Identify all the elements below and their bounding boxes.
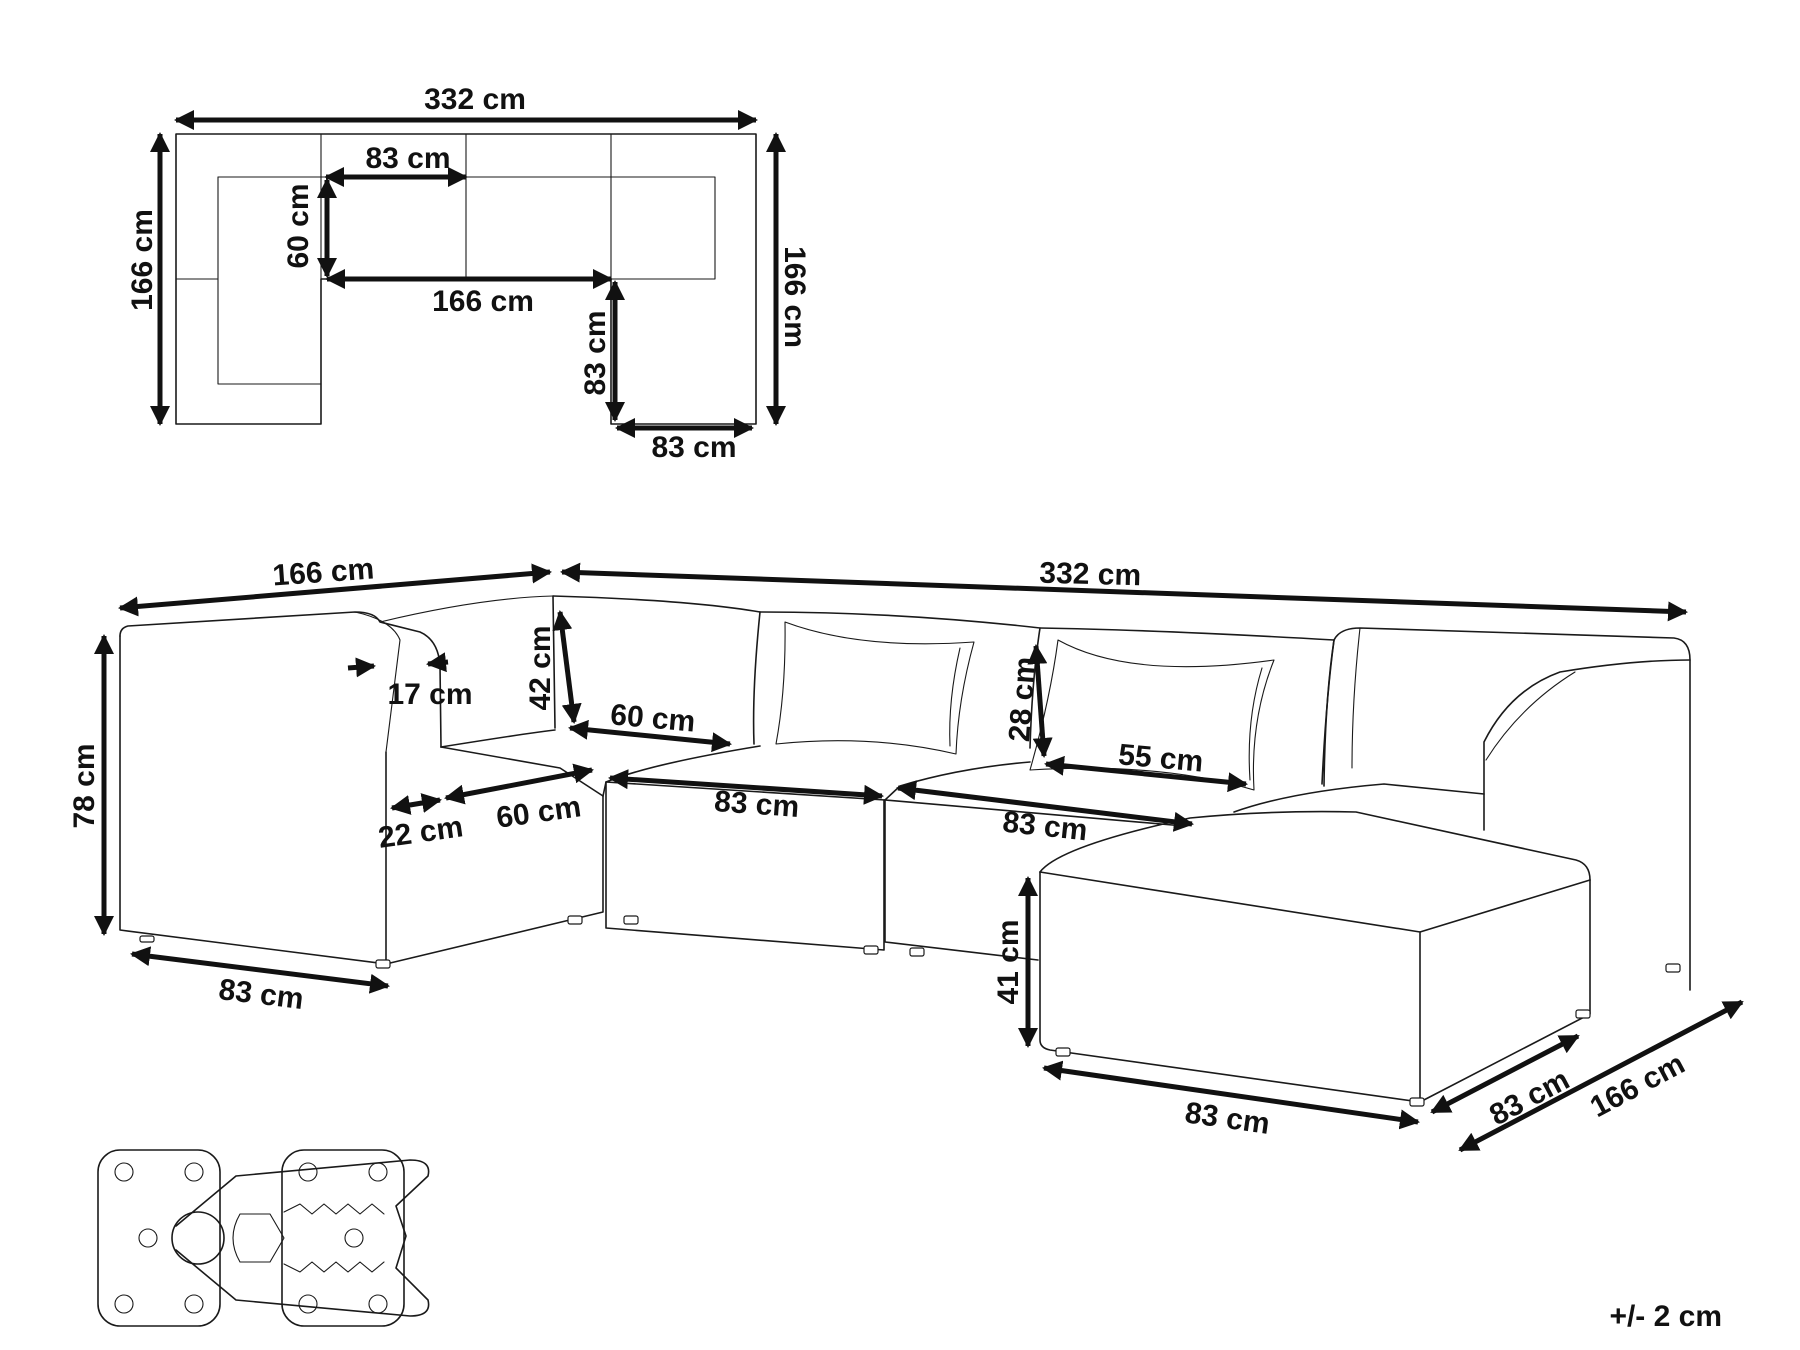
front-backrest-depth-label: 22 cm [376,810,465,855]
front-module-a-label: 83 cm [713,785,800,824]
sofa-connector-clip-icon [97,1149,430,1327]
front-corner-width-label: 83 cm [217,973,305,1016]
front-height-label: 78 cm [68,743,101,828]
front-cushion-height-label: 28 cm [1003,656,1042,743]
perspective-dimensions [94,562,1744,1153]
front-arm-width-label: 17 cm [387,678,472,711]
top-overall-width-label: 332 cm [424,83,526,116]
tolerance-note: +/- 2 cm [1609,1300,1722,1333]
front-chaise-depth-label: 83 cm [1484,1063,1575,1132]
top-right-depth-label: 166 cm [778,246,811,348]
front-seat-height-label: 41 cm [992,919,1025,1004]
perspective-sofa [119,595,1691,1103]
front-back-height-label: 42 cm [524,625,557,710]
front-chaise-width-label: 83 cm [1183,1096,1272,1141]
front-overall-length-label: 332 cm [1039,557,1142,593]
top-seat-depth-label: 60 cm [282,183,315,268]
top-view-dimensions [150,110,786,438]
front-seat-depth-c-label: 55 cm [1117,738,1205,778]
top-chaise-width-label: 83 cm [651,431,736,464]
front-seat-depth-b-label: 60 cm [494,790,583,835]
top-chaise-depth-label: 83 cm [579,310,612,395]
front-left-length-label: 166 cm [271,553,375,593]
top-module-width-label: 83 cm [365,142,450,175]
top-left-depth-label: 166 cm [126,209,159,311]
top-inner-width-label: 166 cm [432,285,534,318]
front-seat-depth-a-label: 60 cm [609,698,697,738]
